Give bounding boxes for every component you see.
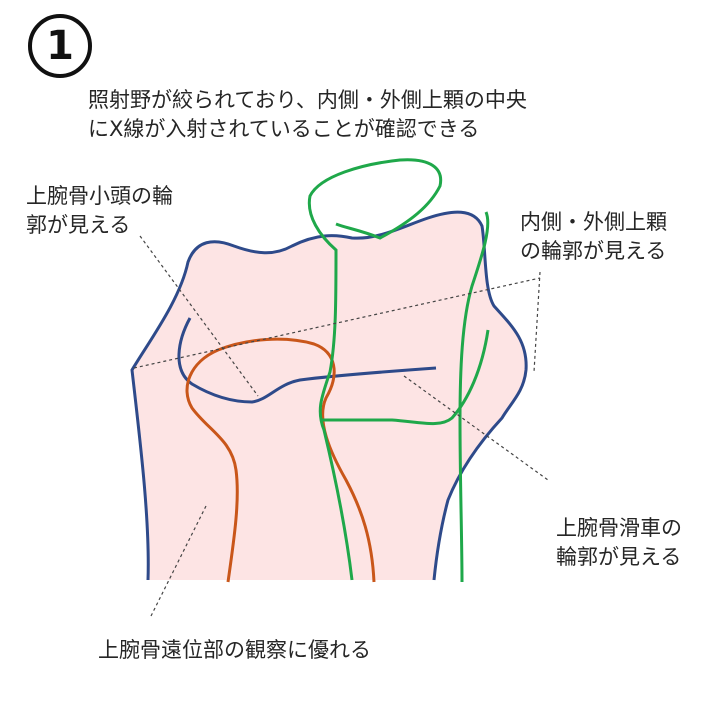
humerus-outline bbox=[130, 210, 528, 581]
green-contour-right bbox=[458, 211, 490, 583]
step-number: 1 bbox=[46, 23, 74, 69]
leader-line-epicondyle-right bbox=[533, 271, 541, 373]
step-number-badge: 1 bbox=[28, 14, 92, 78]
label-capitellum: 上腕骨小頭の輪 郭が見える bbox=[26, 184, 173, 237]
caption-text: 照射野が絞られており、内側・外側上顆の中央 にX線が入射されていることが確認でき… bbox=[88, 88, 527, 141]
label-distal: 上腕骨遠位部の観察に優れる bbox=[98, 638, 371, 662]
capitellum-contour bbox=[177, 317, 437, 404]
green-contour-left bbox=[307, 158, 443, 581]
leader-line-distal bbox=[149, 505, 207, 619]
label-epicondyles: 内側・外側上顆 の輪郭が見える bbox=[520, 210, 667, 263]
green-contour-inner bbox=[321, 329, 490, 426]
humerus-fill bbox=[132, 212, 527, 580]
orange-contour bbox=[185, 337, 376, 583]
label-trochlea: 上腕骨滑車の 輪郭が見える bbox=[556, 516, 682, 569]
